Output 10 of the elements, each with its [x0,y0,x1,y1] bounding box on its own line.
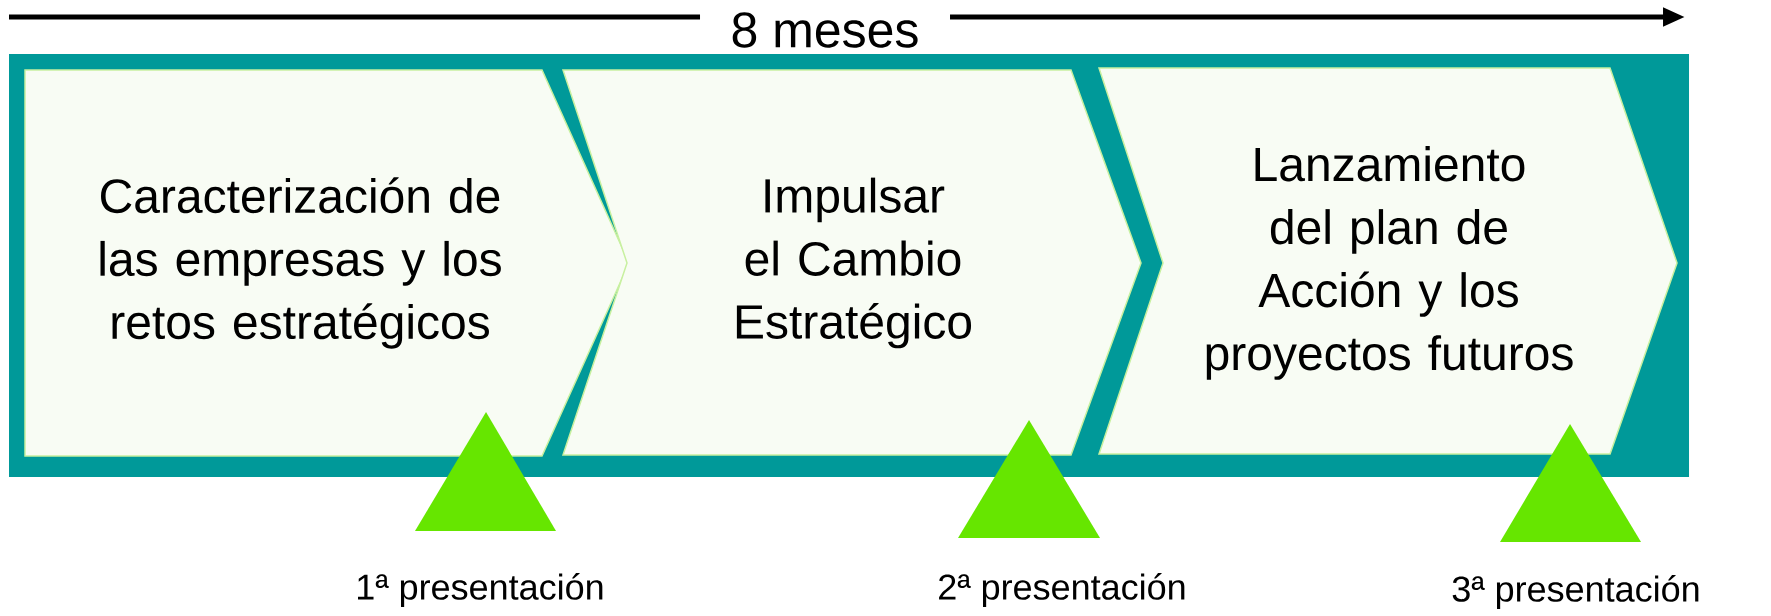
milestone-label: 1ª presentación [358,573,603,607]
chevron-box: Impulsar el Cambio Estratégico [561,69,1142,456]
duration-label: 8 meses [732,12,918,48]
triangle-marker [958,420,1100,538]
triangle-marker [415,412,556,531]
triangle-marker [1500,424,1641,542]
chevron-box: Caracterización de las empresas y los retos estratégicos [24,69,630,457]
milestone-label: 3ª presentación [1452,575,1699,609]
milestone-label: 2ª presentación [939,573,1185,607]
chevron-box: Lanzamiento del plan de Acción y los proyectos futuros [1097,67,1678,455]
